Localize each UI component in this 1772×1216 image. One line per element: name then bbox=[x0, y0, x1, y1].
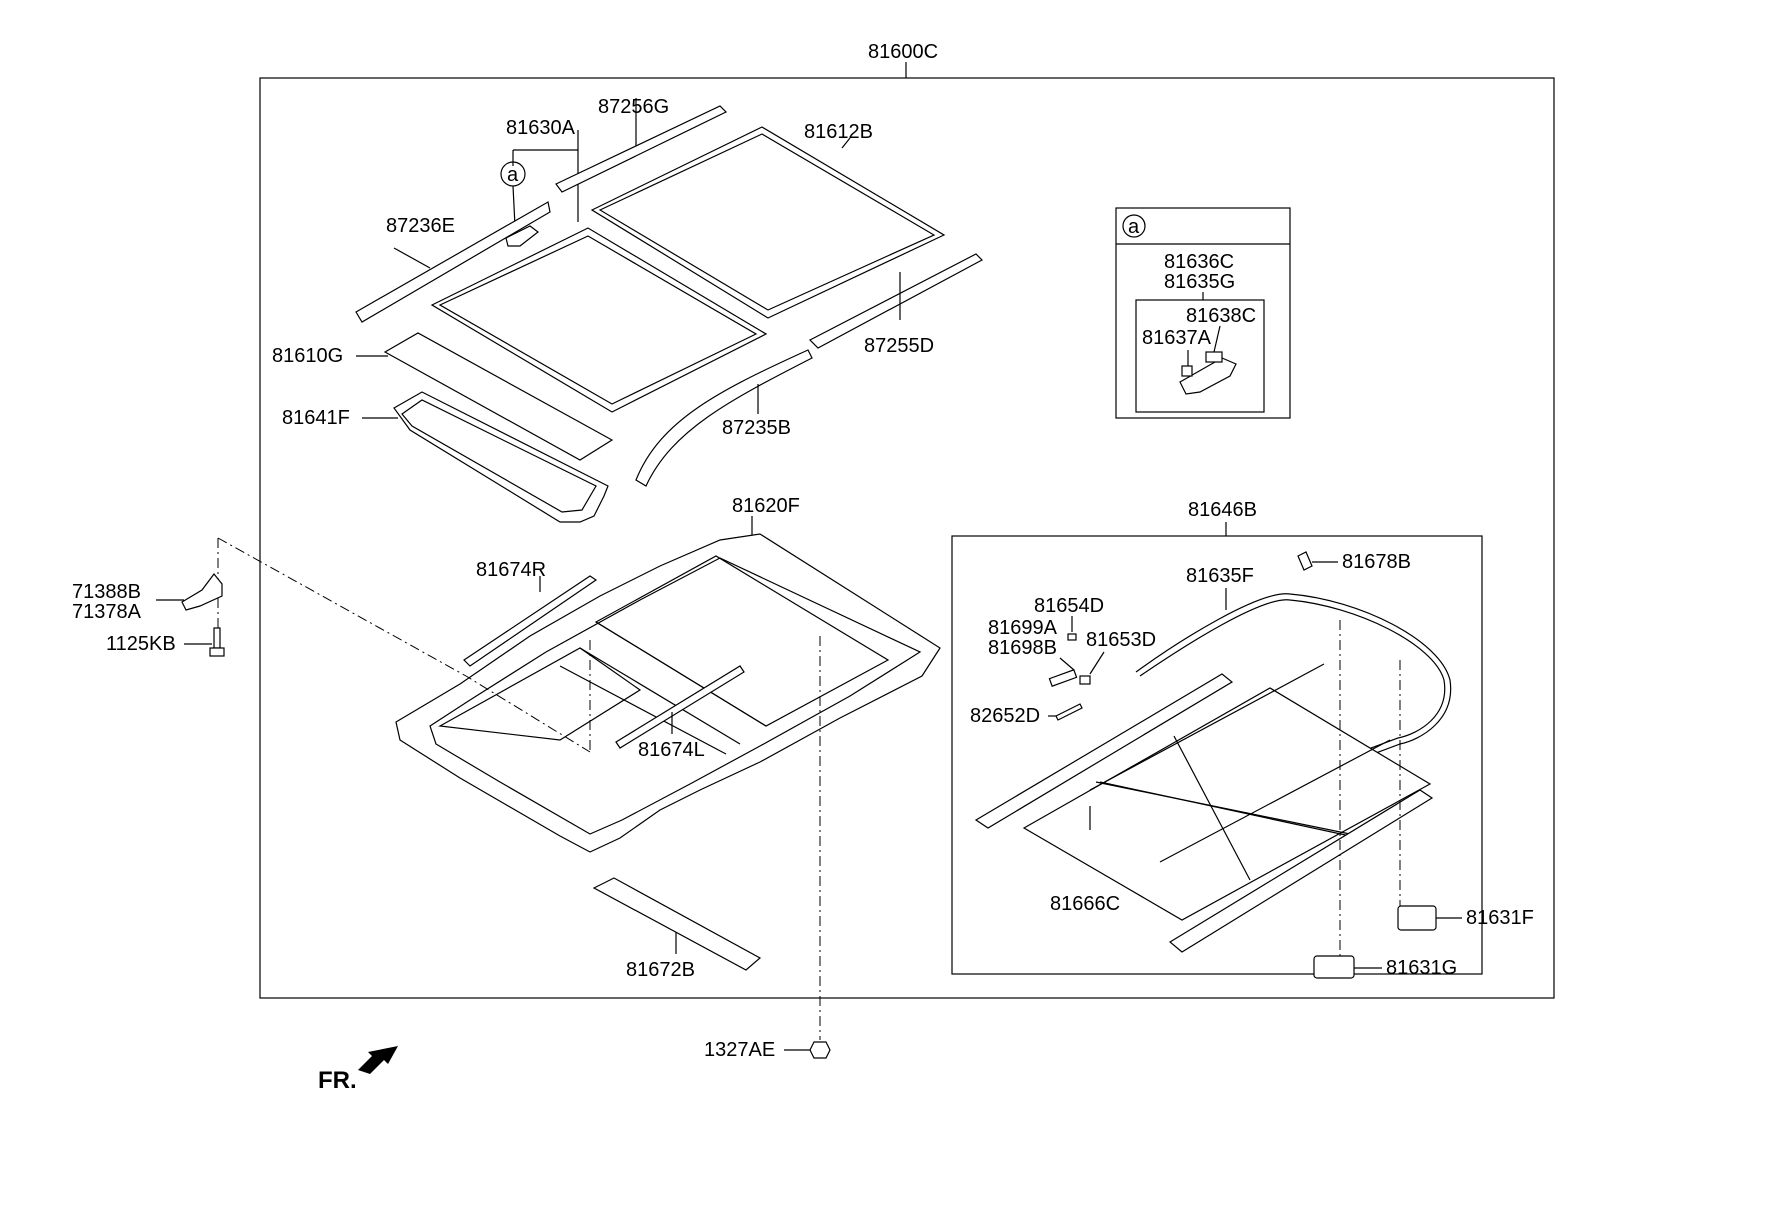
part-front-glass bbox=[430, 227, 768, 413]
label-81641F: 81641F bbox=[282, 407, 350, 429]
assembly-frame bbox=[259, 77, 1555, 999]
label-81610G: 81610G bbox=[272, 345, 343, 367]
part-81641F bbox=[393, 391, 609, 523]
part-81653D bbox=[1079, 675, 1091, 685]
part-nut bbox=[809, 1041, 831, 1059]
label-81637A: 81637A bbox=[1142, 327, 1212, 349]
label-87236E: 87236E bbox=[386, 215, 455, 237]
label-71388B: 71388B bbox=[72, 581, 141, 603]
label-81674L: 81674L bbox=[638, 739, 705, 761]
label-81600C: 81600C bbox=[868, 41, 938, 63]
part-81672B bbox=[592, 877, 762, 971]
label-87235B: 87235B bbox=[722, 417, 791, 439]
label-81646B: 81646B bbox=[1188, 499, 1257, 521]
part-81666C bbox=[1022, 687, 1432, 921]
label-1125KB: 1125KB bbox=[106, 633, 176, 655]
label-81631G: 81631G bbox=[1386, 957, 1457, 979]
part-87235B bbox=[635, 349, 813, 487]
label-81666C: 81666C bbox=[1050, 893, 1120, 915]
label-81612B: 81612B bbox=[804, 121, 873, 143]
part-motor-81631G bbox=[1313, 955, 1355, 979]
part-bolt bbox=[213, 627, 221, 649]
part-81674R bbox=[463, 575, 598, 667]
part-motor-81631F bbox=[1397, 905, 1437, 931]
detail-box-a bbox=[1115, 207, 1291, 419]
label-82652D: 82652D bbox=[970, 705, 1040, 727]
label-81636C: 81636C bbox=[1164, 251, 1234, 273]
label-81635G: 81635G bbox=[1164, 271, 1235, 293]
label-81698B: 81698B bbox=[988, 637, 1057, 659]
part-87236E bbox=[355, 201, 551, 323]
part-left-rail bbox=[974, 673, 1234, 829]
part-87255D bbox=[808, 253, 983, 349]
part-81610G bbox=[383, 332, 614, 461]
label-81630A: 81630A bbox=[506, 117, 576, 139]
label-71378A: 71378A bbox=[72, 601, 142, 623]
label-81678B: 81678B bbox=[1342, 551, 1411, 573]
front-marker: FR. bbox=[318, 1067, 357, 1094]
part-82652D bbox=[1055, 703, 1083, 721]
part-roof-frame bbox=[395, 533, 941, 853]
label-81699A: 81699A bbox=[988, 617, 1058, 639]
part-81674L bbox=[615, 665, 745, 749]
part-bracket bbox=[181, 573, 223, 611]
label-81653D: 81653D bbox=[1086, 629, 1156, 651]
label-81635F: 81635F bbox=[1186, 565, 1254, 587]
label-81672B: 81672B bbox=[626, 959, 695, 981]
part-81678B bbox=[1297, 551, 1313, 571]
label-87255D: 87255D bbox=[864, 335, 934, 357]
label-81631F: 81631F bbox=[1466, 907, 1534, 929]
svg-text:a: a bbox=[507, 164, 519, 186]
label-87256G: 87256G bbox=[598, 96, 669, 118]
label-1327AE: 1327AE bbox=[704, 1039, 775, 1061]
part-87256G bbox=[555, 105, 728, 193]
part-cable-81635F bbox=[1135, 593, 1452, 801]
part-81699A bbox=[1067, 633, 1077, 641]
subassembly-frame bbox=[951, 535, 1483, 975]
label-81638C: 81638C bbox=[1186, 305, 1256, 327]
part-81698B bbox=[1048, 669, 1078, 687]
label-81620F: 81620F bbox=[732, 495, 800, 517]
label-81674R: 81674R bbox=[476, 559, 546, 581]
front-arrow bbox=[358, 1046, 398, 1074]
svg-text:a: a bbox=[1128, 216, 1140, 238]
label-81654D: 81654D bbox=[1034, 595, 1104, 617]
part-right-rail bbox=[1168, 789, 1434, 953]
